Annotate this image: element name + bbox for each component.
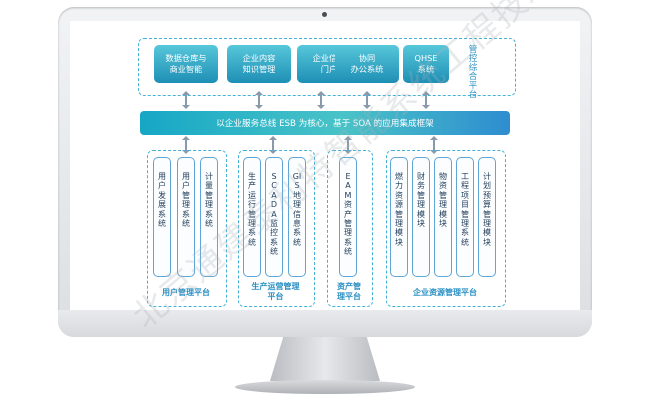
monitor-chin [58,310,592,337]
system-box: 燃力资源管理模块 [390,157,408,277]
system-box: EAM资产管理系统 [339,157,357,277]
system-box: GIS地理信息系统 [288,157,306,277]
content-management-box: 企业内容 知识管理 [227,45,291,83]
esb-integration-bar: 以企业服务总线 ESB 为核心，基于 SOA 的应用集成框架 [140,111,510,135]
system-box: 物资管理模块 [434,157,452,277]
system-box: 计量管理系统 [200,157,218,277]
camera-icon [322,12,327,17]
system-box: 生产运行管理系统 [243,157,261,277]
erp-platform-label: 企业资源管理平台 [413,288,477,297]
collaboration-box: 协同 办公系统 [335,45,399,83]
top-platform-frame [138,38,516,96]
system-box: 财务管理模块 [412,157,430,277]
system-box: 用户发展系统 [153,157,171,277]
asset-platform-label: 资产管 理平台 [337,282,361,301]
control-platform-label: 管控综合平台 [468,45,478,100]
system-box: SCADA监控系统 [265,157,283,277]
user-platform-label: 用户管理平台 [162,288,210,297]
erp-platform-frame [386,150,506,307]
production-platform-frame [238,150,315,307]
asset-platform-frame [327,150,373,307]
monitor-stand-base [235,380,415,394]
system-box: 计划预算管理模块 [478,157,496,277]
qhse-box: QHSE 系统 [403,45,449,83]
monitor-stand-neck [270,337,380,381]
user-platform-frame [147,150,227,307]
data-warehouse-box: 数据仓库与 商业智能 [154,45,218,83]
production-platform-label: 生产运营管理 平台 [251,282,300,301]
system-box: 用户管理系统 [177,157,195,277]
system-box: 工程项目管理系统 [456,157,474,277]
